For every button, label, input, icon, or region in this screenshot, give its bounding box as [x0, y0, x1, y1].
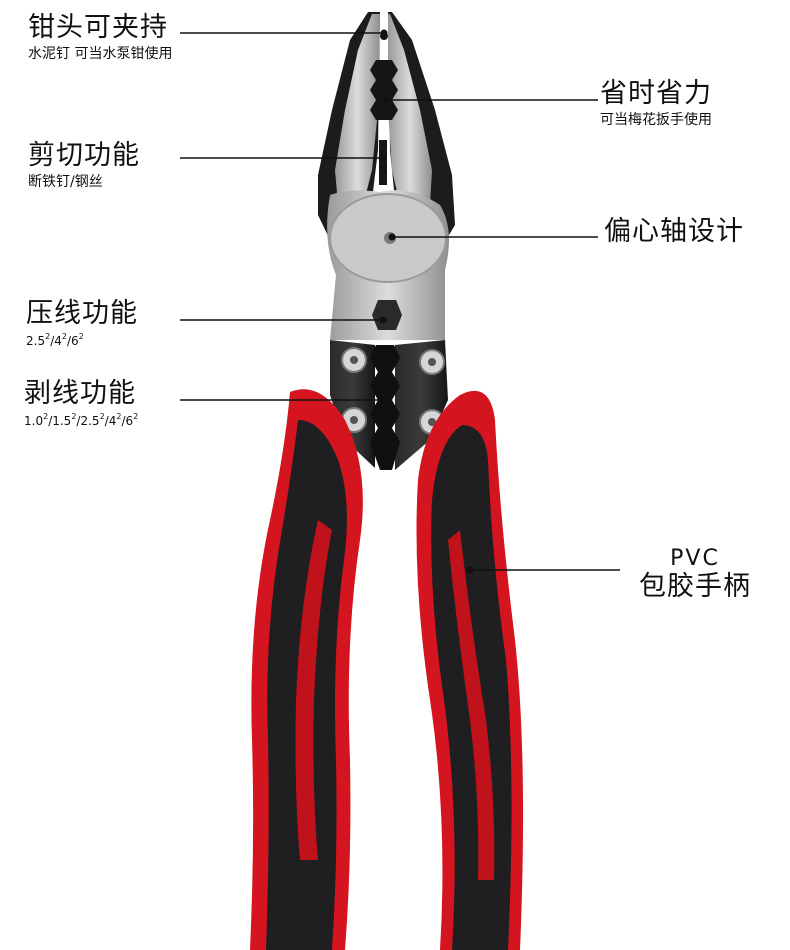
stripper-plate-left	[330, 340, 375, 468]
label-pvc: PVC 包胶手柄	[630, 546, 760, 602]
label-crimping-sub: 2.52/42/62	[26, 332, 84, 349]
cutter-slot	[379, 140, 387, 185]
handle-right-stripe	[448, 530, 495, 880]
label-stripping-sub: 1.02/1.52/2.52/42/62	[24, 412, 139, 429]
label-cutting-sub: 断铁钉/钢丝	[28, 174, 103, 191]
label-cutting: 剪切功能 断铁钉/钢丝	[28, 140, 140, 190]
jaw-serrations	[370, 60, 398, 120]
label-save-effort-title: 省时省力	[600, 78, 712, 109]
label-save-effort-sub: 可当梅花扳手使用	[600, 112, 712, 129]
label-eccentric-title: 偏心轴设计	[604, 216, 744, 247]
label-pvc-line1: PVC	[670, 546, 720, 571]
label-stripping: 剥线功能 1.02/1.52/2.52/42/62	[24, 378, 138, 429]
label-save-effort: 省时省力 可当梅花扳手使用	[600, 78, 712, 128]
label-eccentric: 偏心轴设计	[604, 216, 744, 247]
label-stripping-title: 剥线功能	[24, 378, 136, 409]
label-pvc-line2: 包胶手柄	[639, 571, 751, 603]
label-tip-clamp-title: 钳头可夹持	[28, 12, 168, 43]
label-tip-clamp-sub: 水泥钉 可当水泵钳使用	[28, 46, 173, 63]
crimp-notch	[372, 300, 402, 330]
label-crimping: 压线功能 2.52/42/62	[26, 298, 138, 349]
label-crimping-title: 压线功能	[26, 298, 138, 329]
label-cutting-title: 剪切功能	[28, 140, 140, 171]
screw-icons	[341, 347, 445, 435]
jaw-right-steel	[388, 14, 432, 205]
handle-left-stripe	[295, 520, 332, 860]
callout-lines	[180, 29, 620, 574]
jaw-left-steel	[335, 14, 380, 210]
label-tip-clamp: 钳头可夹持 水泥钉 可当水泵钳使用	[28, 12, 172, 62]
stripper-holes	[370, 345, 400, 470]
